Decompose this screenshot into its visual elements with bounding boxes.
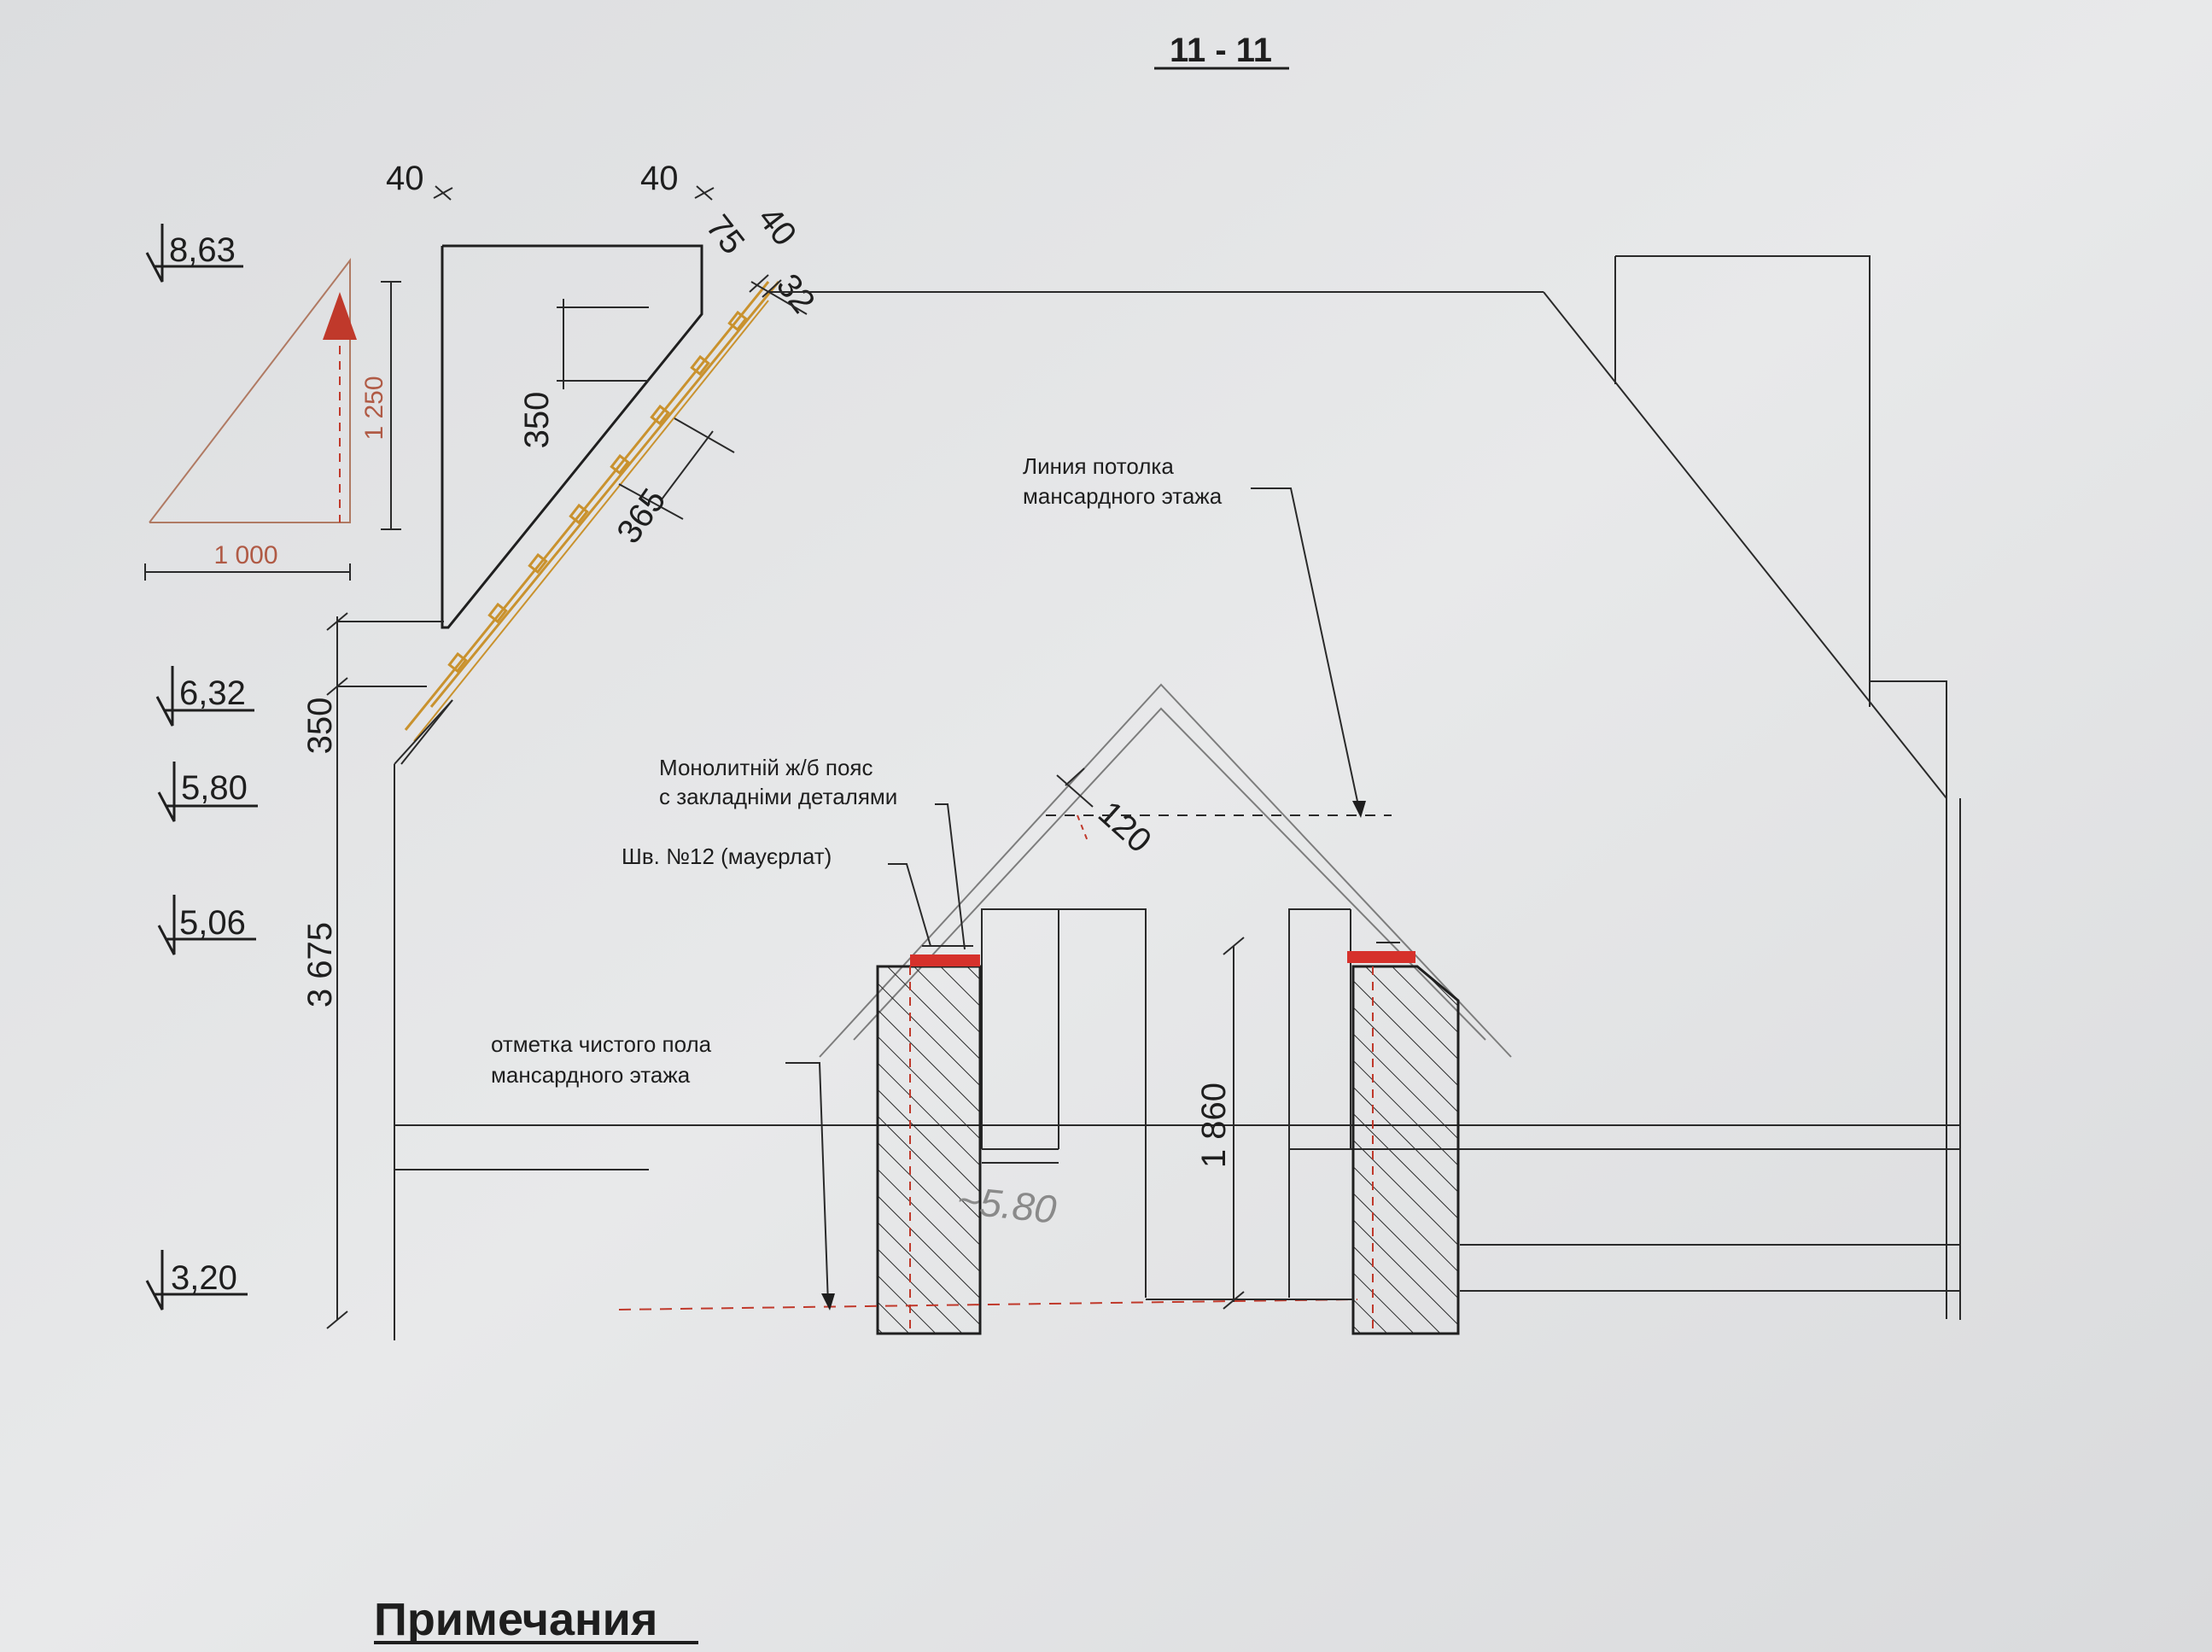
handwritten-note: ~5.80 bbox=[955, 1177, 1059, 1232]
dormer-openings bbox=[981, 908, 1351, 1298]
slope-triangle: 1 250 1 000 bbox=[144, 258, 401, 581]
slope-run-label: 1 000 bbox=[213, 541, 277, 569]
slope-arrow-icon bbox=[323, 292, 357, 340]
elevation-label: 5,80 bbox=[181, 769, 248, 807]
slope-rise-label: 1 250 bbox=[360, 376, 388, 440]
mono-belt-label-1: Монолитній ж/б пояс bbox=[659, 755, 873, 780]
gable-block: 350 bbox=[441, 244, 703, 629]
mono-belt-right bbox=[1347, 951, 1415, 963]
notes-heading: Примечания bbox=[374, 1594, 657, 1645]
dim-1860: 1 860 bbox=[1195, 1083, 1233, 1168]
floor-mark-label-1: отметка чистого пола bbox=[491, 1031, 712, 1057]
elevation-580: 5,80 bbox=[157, 762, 258, 822]
dim-40-left: 40 bbox=[386, 160, 424, 197]
mono-belt-left bbox=[910, 954, 980, 966]
building-outline bbox=[394, 255, 1961, 1340]
ceiling-line-label-1: Линия потолка bbox=[1023, 453, 1174, 479]
section-title: 11 - 11 bbox=[1170, 32, 1272, 69]
mauerlat-label: Шв. №12 (мауєрлат) bbox=[622, 844, 832, 869]
elevation-label: 3,20 bbox=[171, 1259, 237, 1297]
elevation-863: 8,63 bbox=[145, 224, 243, 283]
knee-wall-left bbox=[876, 945, 982, 1335]
elevation-320: 3,20 bbox=[145, 1250, 248, 1311]
dim-350-top: 350 bbox=[518, 392, 556, 449]
ceiling-line-label-2: мансардного этажа bbox=[1023, 483, 1223, 509]
left-vertical-dims: 350 3 675 bbox=[301, 612, 444, 1329]
dim-3675: 3 675 bbox=[301, 922, 339, 1007]
dim-350-left: 350 bbox=[301, 698, 339, 755]
annotation-labels: Линия потолка мансардного этажа Монолитн… bbox=[491, 453, 1223, 1232]
knee-wall-right bbox=[1347, 942, 1460, 1335]
mono-belt-label-2: с закладніми деталями bbox=[659, 784, 897, 809]
elevation-632: 6,32 bbox=[155, 666, 254, 727]
elevation-506: 5,06 bbox=[157, 895, 256, 955]
leader-lines bbox=[785, 487, 1366, 1311]
floor-mark-label-2: мансардного этажа bbox=[491, 1062, 691, 1088]
dim-40-mid: 40 bbox=[640, 160, 679, 197]
elevation-markers: 8,63 6,32 5,80 5,06 3,20 bbox=[145, 224, 258, 1311]
dim-1860-group: 1 860 bbox=[1195, 937, 1245, 1310]
batten-marks bbox=[447, 310, 748, 674]
elevation-label: 6,32 bbox=[179, 674, 246, 712]
elevation-label: 5,06 bbox=[179, 904, 246, 942]
elevation-label: 8,63 bbox=[169, 231, 236, 269]
